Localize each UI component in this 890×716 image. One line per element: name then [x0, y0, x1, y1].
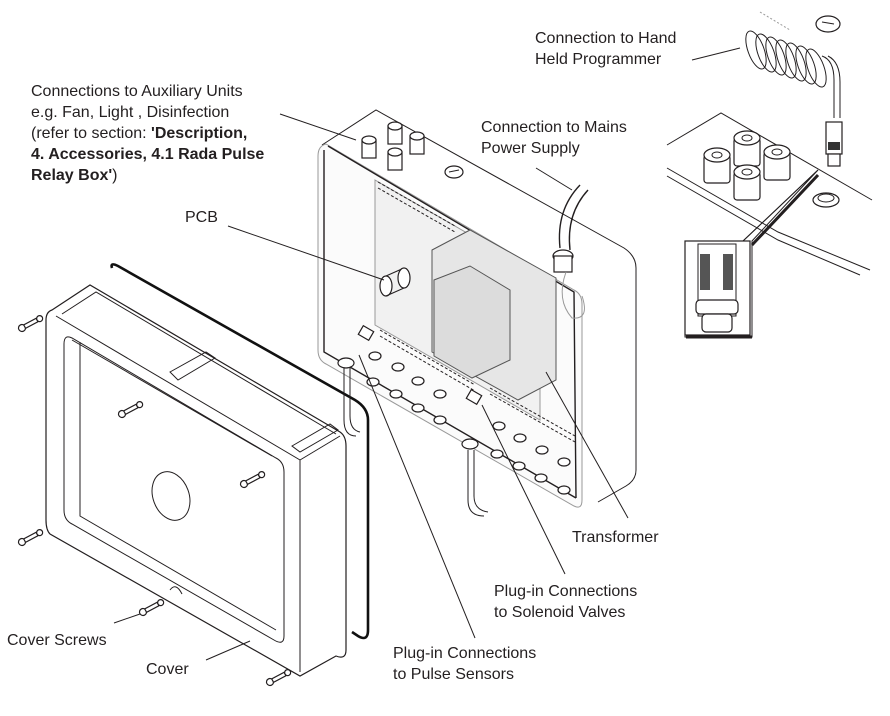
enclosure-base — [317, 109, 637, 517]
hand-held-detail — [666, 11, 873, 339]
grommets — [366, 351, 571, 495]
label-solenoid-valves: Plug-in Connections to Solenoid Valves — [494, 581, 637, 623]
label-auxiliary-line2: e.g. Fan, Light , Disinfection — [31, 104, 230, 121]
label-auxiliary-ref-bold-1: 'Description, — [151, 125, 248, 142]
leader-pulse — [358, 354, 476, 639]
label-hand-held-line1: Connection to Hand — [535, 30, 677, 47]
cable-gland-icon — [703, 130, 791, 201]
label-solenoid-line2: to Solenoid Valves — [494, 604, 626, 621]
leader-mains — [535, 167, 573, 191]
label-auxiliary-line3: (refer to section: 'Description, — [31, 123, 264, 144]
label-solenoid-line1: Plug-in Connections — [494, 583, 638, 600]
leader-transformer — [545, 371, 629, 519]
leader-hand-held — [691, 47, 741, 61]
label-auxiliary-ref-suffix: ) — [112, 167, 118, 184]
leader-solenoid — [481, 404, 566, 575]
label-pulse-line2: to Pulse Sensors — [393, 666, 514, 683]
label-auxiliary-ref-prefix: (refer to section: — [31, 125, 152, 142]
label-auxiliary-units: Connections to Auxiliary Units e.g. Fan,… — [31, 81, 264, 186]
label-mains-line2: Power Supply — [481, 140, 580, 157]
screw-icon — [239, 471, 266, 489]
cover — [45, 263, 370, 677]
label-auxiliary-line1: Connections to Auxiliary Units — [31, 83, 243, 100]
leader-pcb — [227, 225, 385, 281]
cover-screws — [17, 315, 292, 687]
label-cover-screws: Cover Screws — [7, 632, 107, 649]
screw-icon — [17, 315, 44, 333]
label-auxiliary-ref-bold-3: Relay Box' — [31, 167, 113, 184]
label-mains-power: Connection to Mains Power Supply — [481, 117, 627, 159]
screw-icon — [265, 669, 292, 687]
screw-icon — [17, 529, 44, 547]
connector-detail-inset — [684, 169, 820, 339]
label-auxiliary-line4: 4. Accessories, 4.1 Rada Pulse — [31, 144, 264, 165]
label-pcb: PCB — [185, 209, 218, 226]
gasket — [110, 263, 370, 640]
leader-cover — [205, 640, 251, 661]
label-hand-held-programmer: Connection to Hand Held Programmer — [535, 28, 676, 70]
label-hand-held-line2: Held Programmer — [535, 51, 662, 68]
cable-gland-icon — [361, 121, 425, 171]
screw-icon — [138, 599, 165, 617]
label-auxiliary-ref-bold-2: 4. Accessories, 4.1 Rada Pulse — [31, 146, 265, 163]
label-cover: Cover — [146, 661, 189, 678]
leader-lines — [113, 47, 741, 661]
label-transformer: Transformer — [572, 529, 659, 546]
label-mains-line1: Connection to Mains — [481, 119, 627, 136]
leader-auxiliary — [279, 113, 357, 141]
label-pulse-line1: Plug-in Connections — [393, 645, 537, 662]
leader-cover-screws — [113, 613, 141, 624]
label-pulse-sensors: Plug-in Connections to Pulse Sensors — [393, 643, 536, 685]
label-auxiliary-line5: Relay Box') — [31, 165, 264, 186]
coiled-cable-icon — [745, 30, 841, 118]
screw-icon — [117, 401, 144, 419]
